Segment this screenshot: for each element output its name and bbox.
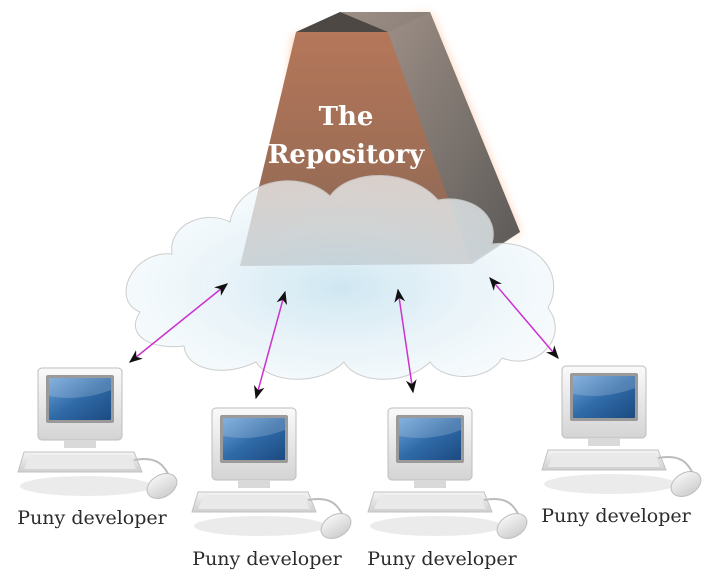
computer-icon-developer-1 (17, 367, 183, 505)
repository-title-line2: Repository (268, 140, 425, 170)
connection-arrows (128, 276, 559, 400)
computer-icon-developer-4 (541, 365, 707, 503)
arrow-developer-1 (128, 283, 229, 363)
computer-icon-developer-2 (191, 407, 357, 545)
developer-label-1: Puny developer (17, 507, 167, 529)
arrow-developer-4 (489, 276, 559, 360)
developer-label-4: Puny developer (541, 505, 691, 527)
developer-label-3: Puny developer (367, 548, 517, 570)
arrow-developer-3 (394, 288, 417, 394)
computer-icon-developer-3 (367, 407, 533, 545)
repository-title-line1: The (319, 102, 374, 132)
developer-label-2: Puny developer (192, 548, 342, 570)
arrow-developer-2 (253, 290, 288, 400)
